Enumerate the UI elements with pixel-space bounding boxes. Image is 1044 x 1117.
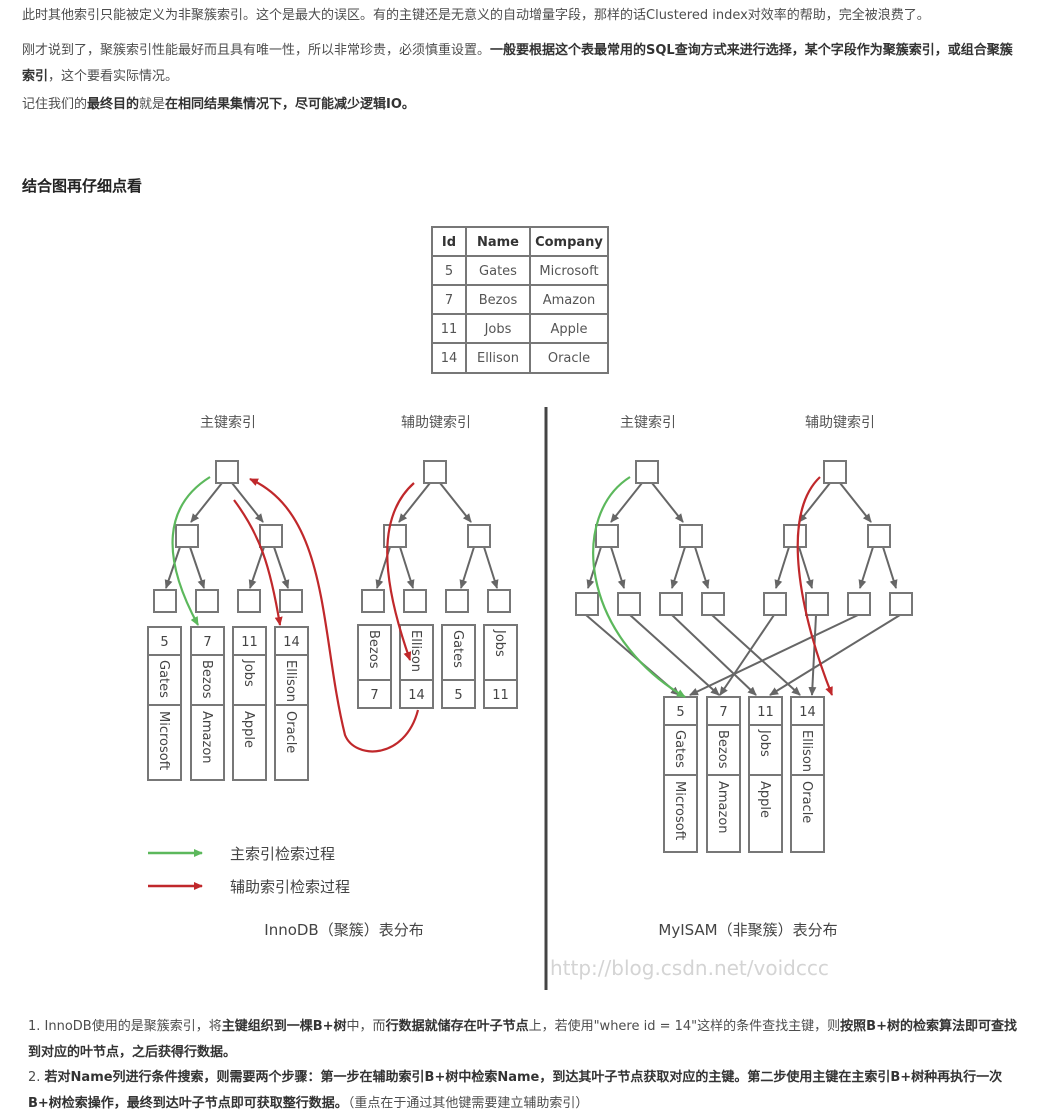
table-cell: 11 [441,322,458,337]
innodb-record-id: 11 [241,635,258,650]
table-cell: Jobs [484,322,512,337]
intro-paragraph-2: 刚才说到了，聚簇索引性能最好而且具有唯一性，所以非常珍贵，必须慎重设置。一般要根… [22,38,1022,90]
left-secondary-index-label: 辅助键索引 [401,414,471,431]
p3-text-a: 记住我们的 [22,97,88,112]
secondary-leaf-name: Jobs [492,629,507,657]
secondary-leaf-id: 11 [492,688,509,703]
innodb-caption: InnoDB（聚簇）表分布 [264,921,423,939]
table-cell: 7 [445,293,453,308]
p3-text-c: 就是 [139,97,166,112]
table-cell: Apple [550,322,587,337]
table-cell: Gates [479,264,517,279]
li1-bold-f: 按照B+树的检索算法即可查找到对应的叶节点，之后获得行数据。 [28,1019,1017,1060]
innodb-record-id: 5 [160,635,168,650]
list-item-2: 2. 若对Name列进行条件搜索，则需要两个步骤：第一步在辅助索引B+树中检索N… [28,1065,1018,1117]
secondary-leaf-name: Ellison [408,630,423,672]
li2-text-a: 2. [28,1070,45,1085]
left-primary-index-label: 主键索引 [200,414,256,431]
innodb-record-name: Bezos [199,660,214,699]
table-header-id: Id [442,235,456,250]
table-cell: Ellison [477,351,519,366]
myisam-record-id: 11 [757,705,774,720]
legend-primary-label: 主索引检索过程 [230,845,335,863]
li1-text-e: 上，若使用"where id = 14"这样的条件查找主键，则 [528,1019,841,1034]
myisam-record-id: 5 [676,705,684,720]
p3-bold-goal: 最终目的 [87,97,140,112]
p2-bold-text: 一般要根据这个表最常用的SQL查询方式来进行选择，某个字段作为聚簇索引，或组合聚… [22,43,1013,84]
p3-bold-text: 在相同结果集情况下，尽可能减少逻辑IO。 [165,97,415,112]
table-cell: Amazon [543,293,596,308]
innodb-record-id: 14 [283,635,300,650]
myisam-record-company: Oracle [799,781,814,823]
section-heading: 结合图再仔细点看 [22,177,143,195]
myisam-records: 5 7 11 14 Gates Microsoft Bezos Amazon J… [663,696,825,853]
table-cell: Bezos [479,293,518,308]
right-primary-index-label: 主键索引 [620,414,676,431]
myisam-record-name: Gates [672,730,687,768]
innodb-record-name: Jobs [241,659,256,687]
table-cell: 5 [445,264,453,279]
data-table [431,226,609,374]
myisam-record-name: Ellison [799,730,814,772]
intro-paragraph-1: 此时其他索引只能被定义为非聚簇索引。这个是最大的误区。有的主键还是无意义的自动增… [22,8,930,23]
innodb-record-name: Gates [156,660,171,698]
tree-nodes [153,460,913,616]
li1-text-a: 1. InnoDB使用的是聚簇索引，将 [28,1019,222,1034]
li2-text-c: （重点在于通过其他键需要建立辅助索引） [347,1096,589,1111]
innodb-record-company: Oracle [283,711,298,753]
myisam-caption: MyISAM（非聚簇）表分布 [658,921,837,939]
p2-text-a: 刚才说到了，聚簇索引性能最好而且具有唯一性，所以非常珍贵，必须慎重设置。 [22,43,491,58]
table-header-name: Name [477,235,519,250]
secondary-leaf-name: Bezos [366,630,381,669]
secondary-leaf-id: 14 [408,688,425,703]
myisam-record-company: Amazon [715,781,730,834]
legend-secondary-label: 辅助索引检索过程 [230,878,350,896]
innodb-records: 5 7 11 14 Gates Microsoft Bezos Amazon J… [147,626,309,781]
list-item-1: 1. InnoDB使用的是聚簇索引，将主键组织到一棵B+树中，而行数据就储存在叶… [28,1014,1018,1066]
intro-paragraph-3: 记住我们的最终目的就是在相同结果集情况下，尽可能减少逻辑IO。 [22,92,1022,118]
table-header-company: Company [535,235,603,250]
watermark: http://blog.csdn.net/voidccc [550,956,829,980]
secondary-search-path [233,476,834,753]
innodb-record-company: Microsoft [156,711,171,770]
table-cell: Microsoft [539,264,598,279]
myisam-record-company: Microsoft [672,781,687,840]
secondary-leaves: Bezos Ellison Gates Jobs 7 14 5 11 [357,624,518,709]
li1-text-c: 中，而 [346,1019,386,1034]
secondary-leaf-name: Gates [450,630,465,668]
li2-bold-b: 若对Name列进行条件搜索，则需要两个步骤：第一步在辅助索引B+树中检索Name… [28,1070,1003,1111]
innodb-record-id: 7 [203,635,211,650]
table-cell: 14 [441,351,458,366]
myisam-record-name: Bezos [715,730,730,769]
myisam-record-company: Apple [757,781,772,818]
primary-search-path [171,476,686,698]
secondary-leaf-id: 7 [370,688,378,703]
li1-bold-d: 行数据就储存在叶子节点 [385,1019,529,1034]
innodb-record-company: Apple [241,711,256,748]
myisam-record-name: Jobs [757,729,772,757]
table-cell: Oracle [548,351,590,366]
innodb-record-company: Amazon [199,711,214,764]
li1-bold-b: 主键组织到一棵B+树 [221,1019,347,1034]
index-diagram: Id Name Company 5 Gates Microsoft 7 Bezo… [140,215,925,995]
secondary-leaf-id: 5 [454,688,462,703]
myisam-record-id: 14 [799,705,816,720]
myisam-record-id: 7 [719,705,727,720]
innodb-record-name: Ellison [283,660,298,702]
p2-text-c: ，这个要看实际情况。 [48,69,179,84]
right-secondary-index-label: 辅助键索引 [805,414,875,431]
legend: 主索引检索过程 辅助索引检索过程 [148,845,350,896]
